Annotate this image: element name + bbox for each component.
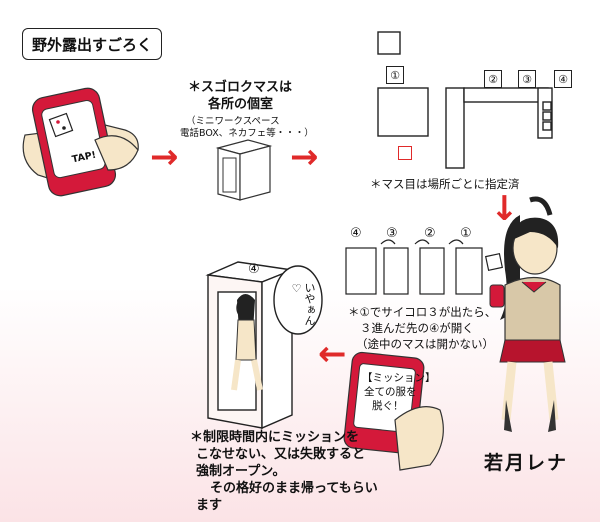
step1-note-2: 電話BOX、ネカフェ等・・・） bbox=[180, 128, 314, 139]
arrow-down: ↓ bbox=[490, 189, 519, 229]
sequence-label-4: ④ bbox=[350, 226, 362, 241]
character-name: 若月レナ bbox=[484, 452, 569, 474]
arrow-left: ← bbox=[318, 334, 347, 374]
map-cell-4-label: ④ bbox=[554, 70, 572, 88]
rule2-line5: ます bbox=[196, 498, 223, 513]
board-map-illustration bbox=[377, 31, 553, 169]
sequence-label-2: ② bbox=[424, 226, 436, 241]
rule1-line2: ３進んだ先の④が開く bbox=[360, 321, 474, 335]
sequence-booths-illustration bbox=[345, 239, 504, 295]
step1-heading-2: 各所の個室 bbox=[208, 97, 274, 112]
map-cell-1-label: ① bbox=[386, 66, 404, 84]
booth-label: ④ bbox=[248, 262, 260, 277]
map-cell-2-label: ② bbox=[484, 70, 502, 88]
map-cell-3-label: ③ bbox=[518, 70, 536, 88]
rule2-line4: その格好のまま帰ってもらい bbox=[210, 481, 378, 496]
sequence-label-1: ① bbox=[460, 226, 472, 241]
private-room-booth-illustration bbox=[215, 139, 273, 201]
speech-bubble-text: いやぁん♡ bbox=[290, 282, 316, 326]
rule2-line1: ＊制限時間内にミッションを bbox=[190, 430, 360, 445]
rule1-line3: （途中のマスは開かない） bbox=[356, 337, 494, 351]
arrow-right-2: → bbox=[290, 137, 319, 177]
step1-heading-1: ＊スゴロクマスは bbox=[188, 80, 293, 95]
booth-with-figure-illustration bbox=[205, 261, 323, 430]
rule2-line3: 強制オープン。 bbox=[196, 464, 286, 479]
map-caption: ＊マス目は場所ごとに指定済 bbox=[370, 177, 520, 191]
character-illustration bbox=[489, 196, 566, 432]
hand-with-mission-phone-illustration bbox=[343, 351, 444, 471]
rule1-line1: ＊①でサイコロ３が出たら、 bbox=[348, 305, 497, 319]
map-current-square-marker bbox=[398, 146, 412, 160]
rule2-line2: こなせない、又は失敗すると bbox=[196, 447, 366, 462]
mission-line-2: 全ての服を bbox=[364, 386, 417, 398]
mission-line-3: 脱ぐ！ bbox=[372, 400, 404, 412]
sequence-label-3: ③ bbox=[386, 226, 398, 241]
page-title: 野外露出すごろく bbox=[22, 28, 162, 60]
arrow-right-1: → bbox=[150, 137, 179, 177]
mission-title: 【ミッション】 bbox=[362, 372, 436, 384]
hand-with-phone-illustration bbox=[22, 87, 139, 197]
step1-note-1: （ミニワークスペース bbox=[186, 116, 280, 127]
